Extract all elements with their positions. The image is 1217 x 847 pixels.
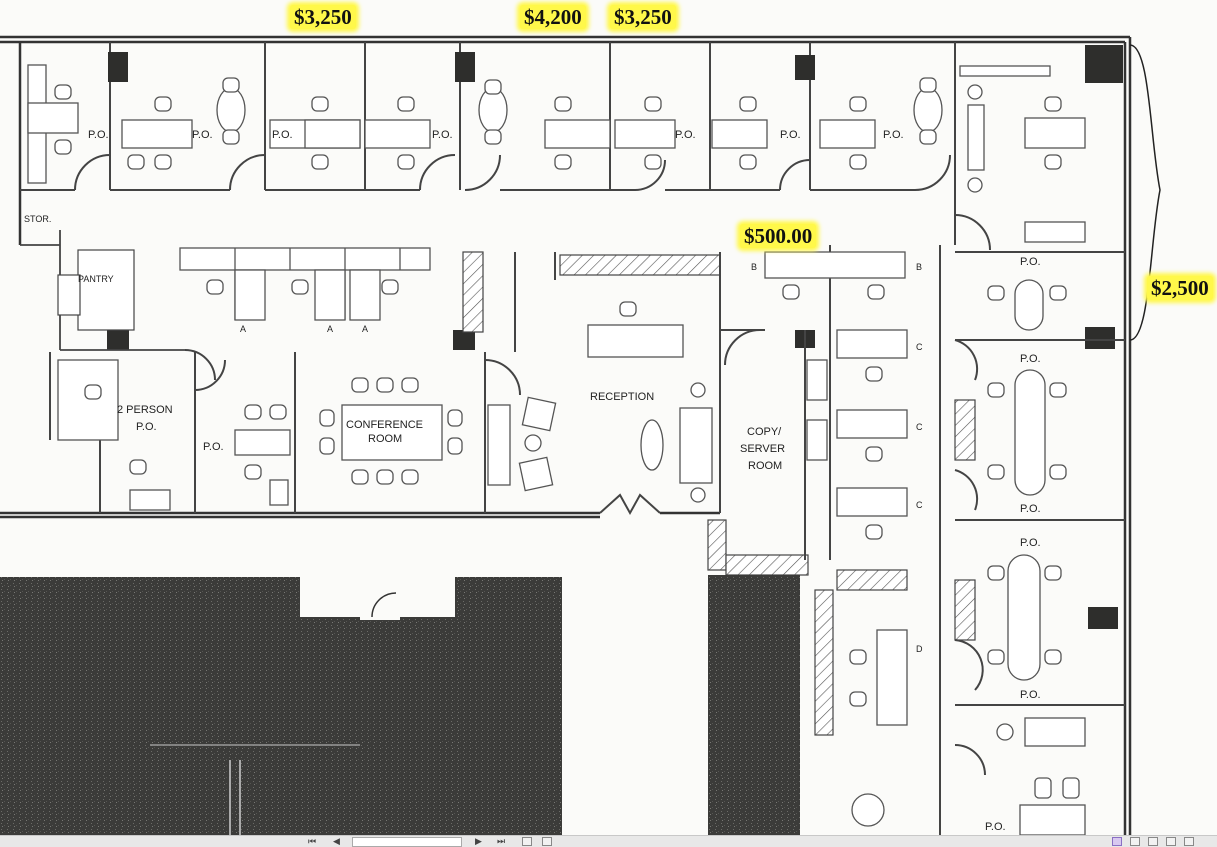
fit-view-icon[interactable] xyxy=(1184,837,1194,846)
label-server: SERVER xyxy=(740,443,785,455)
label-server-room: ROOM xyxy=(748,460,782,472)
label-d: D xyxy=(916,644,923,654)
conf-chairs xyxy=(319,377,463,485)
page-icon[interactable] xyxy=(542,837,552,846)
price-annotation-right-edge: $2,500 xyxy=(1147,276,1213,300)
dark-areas xyxy=(0,575,800,835)
label-b: B xyxy=(916,262,922,272)
label-a: A xyxy=(240,324,246,334)
edit-icon[interactable] xyxy=(522,837,532,846)
room-labels: P.O. P.O. P.O. P.O. P.O. P.O. P.O. P.O. … xyxy=(24,129,1041,833)
label-b: B xyxy=(751,262,757,272)
label-po: P.O. xyxy=(675,129,696,141)
label-po: P.O. xyxy=(1020,256,1041,268)
label-po: P.O. xyxy=(1020,689,1041,701)
label-po: P.O. xyxy=(1020,353,1041,365)
label-po: P.O. xyxy=(1020,537,1041,549)
single-page-view-icon[interactable] xyxy=(1112,837,1122,846)
price-annotation-top-mid: $4,200 xyxy=(520,5,586,29)
label-2-person: 2 PERSON xyxy=(117,404,173,416)
stor-pantry xyxy=(20,230,185,351)
last-page-button[interactable]: ⏭ xyxy=(497,836,506,846)
label-c: C xyxy=(916,342,923,352)
label-po: P.O. xyxy=(780,129,801,141)
lower-furniture xyxy=(57,301,713,511)
label-po: P.O. xyxy=(88,129,109,141)
hatched-panels xyxy=(462,251,976,736)
label-copy: COPY/ xyxy=(747,426,782,438)
label-2-person-po: P.O. xyxy=(136,421,157,433)
page-number-input[interactable] xyxy=(352,837,462,847)
two-page-view-icon[interactable] xyxy=(1148,837,1158,846)
price-annotation-copy-area: $500.00 xyxy=(740,224,817,248)
continuous-view-icon[interactable] xyxy=(1130,837,1140,846)
label-c: C xyxy=(916,422,923,432)
label-a: A xyxy=(362,324,368,334)
workstations-a xyxy=(179,247,431,321)
price-annotation-top-left: $3,250 xyxy=(290,5,356,29)
viewer-statusbar: ⏮ ◀ ▶ ⏭ xyxy=(0,835,1217,847)
lower-walls xyxy=(49,214,1125,835)
label-po: P.O. xyxy=(883,129,904,141)
columns xyxy=(107,45,1123,629)
label-po: P.O. xyxy=(192,129,213,141)
next-page-button[interactable]: ▶ xyxy=(475,836,482,846)
label-stor: STOR. xyxy=(24,214,51,224)
right-brace xyxy=(1129,44,1161,341)
label-reception: RECEPTION xyxy=(590,391,654,403)
label-po: P.O. xyxy=(272,129,293,141)
label-c: C xyxy=(916,500,923,510)
label-a: A xyxy=(327,324,333,334)
chairs xyxy=(54,77,1062,170)
prev-page-button[interactable]: ◀ xyxy=(333,836,340,846)
workstations-bcd xyxy=(764,251,908,726)
right-offices xyxy=(851,279,1086,835)
first-page-button[interactable]: ⏮ xyxy=(308,836,317,846)
price-annotation-top-right: $3,250 xyxy=(610,5,676,29)
label-pantry: PANTRY xyxy=(78,274,114,284)
label-po: P.O. xyxy=(985,821,1006,833)
top-furniture xyxy=(27,64,1086,243)
two-page-continuous-view-icon[interactable] xyxy=(1166,837,1176,846)
label-po: P.O. xyxy=(432,129,453,141)
label-po: P.O. xyxy=(203,441,224,453)
top-offices xyxy=(20,42,956,245)
label-po: P.O. xyxy=(1020,503,1041,515)
label-conference: CONFERENCE xyxy=(346,419,423,431)
label-conference-room: ROOM xyxy=(368,433,402,445)
